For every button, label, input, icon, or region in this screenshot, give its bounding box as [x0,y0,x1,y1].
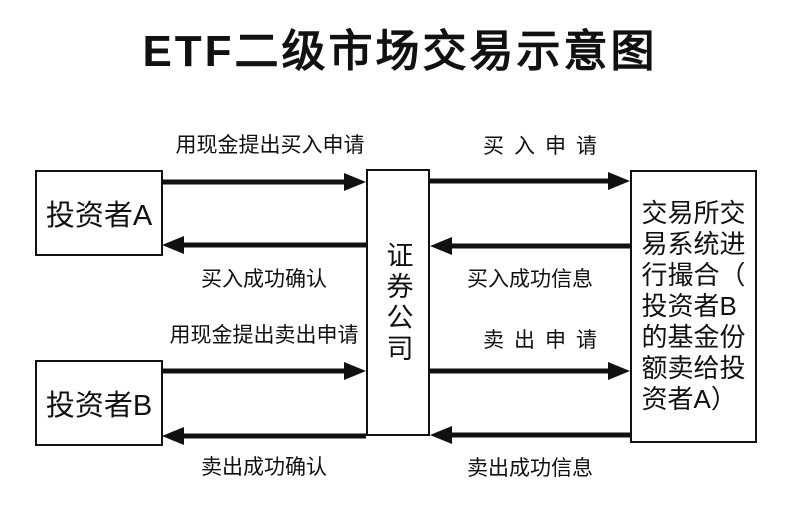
node-investor-a: 投资者A [35,170,163,256]
node-investor-b-label: 投资者B [45,390,153,422]
arrow-shaft [162,368,347,374]
arrow-buy-success-confirm [162,235,366,255]
label-buy-success-info: 买入成功信息 [467,268,593,291]
arrow-head-right-icon [608,172,630,190]
arrow-shaft [430,368,611,374]
label-buy-request-cash: 用现金提出买入申请 [175,134,365,157]
arrow-buy-request-cash [162,172,366,192]
arrow-head-left-icon [430,237,452,255]
arrow-head-right-icon [344,173,366,191]
node-investor-b: 投资者B [35,360,163,446]
arrow-sell-success-info [430,425,630,445]
arrow-head-right-icon [344,362,366,380]
arrow-buy-success-info [430,236,630,256]
label-sell-request-cash: 用现金提出卖出申请 [169,324,359,347]
diagram-title: ETF二级市场交易示意图 [142,27,658,76]
node-exchange-system: 交易所交 易系统进 行撮合（ 投资者B 的基金份 额卖给投 资者A） [630,170,757,443]
node-securities-company-label: 证券公司 [382,240,413,365]
arrow-buy-request [430,171,630,191]
arrow-shaft [449,432,630,438]
arrow-head-left-icon [430,426,452,444]
label-sell-success-confirm: 卖出成功确认 [201,456,327,479]
arrow-shaft [181,242,366,248]
arrow-shaft [162,179,347,185]
arrow-head-right-icon [608,362,630,380]
arrow-sell-request [430,361,630,381]
node-securities-company: 证券公司 [366,169,430,436]
node-investor-a-label: 投资者A [45,200,153,232]
arrow-sell-request-cash [162,361,366,381]
arrow-shaft [449,243,630,249]
arrow-shaft [430,178,611,184]
label-sell-success-info: 卖出成功信息 [467,457,593,480]
arrow-shaft [181,433,366,439]
label-buy-success-confirm: 买入成功确认 [201,268,327,291]
arrow-sell-success-confirm [162,426,366,446]
arrow-head-left-icon [162,427,184,445]
arrow-head-left-icon [162,236,184,254]
node-exchange-system-label: 交易所交 易系统进 行撮合（ 投资者B 的基金份 额卖给投 资者A） [641,198,746,414]
label-buy-request: 买入申请 [483,135,607,158]
label-sell-request: 卖出申请 [483,329,607,352]
